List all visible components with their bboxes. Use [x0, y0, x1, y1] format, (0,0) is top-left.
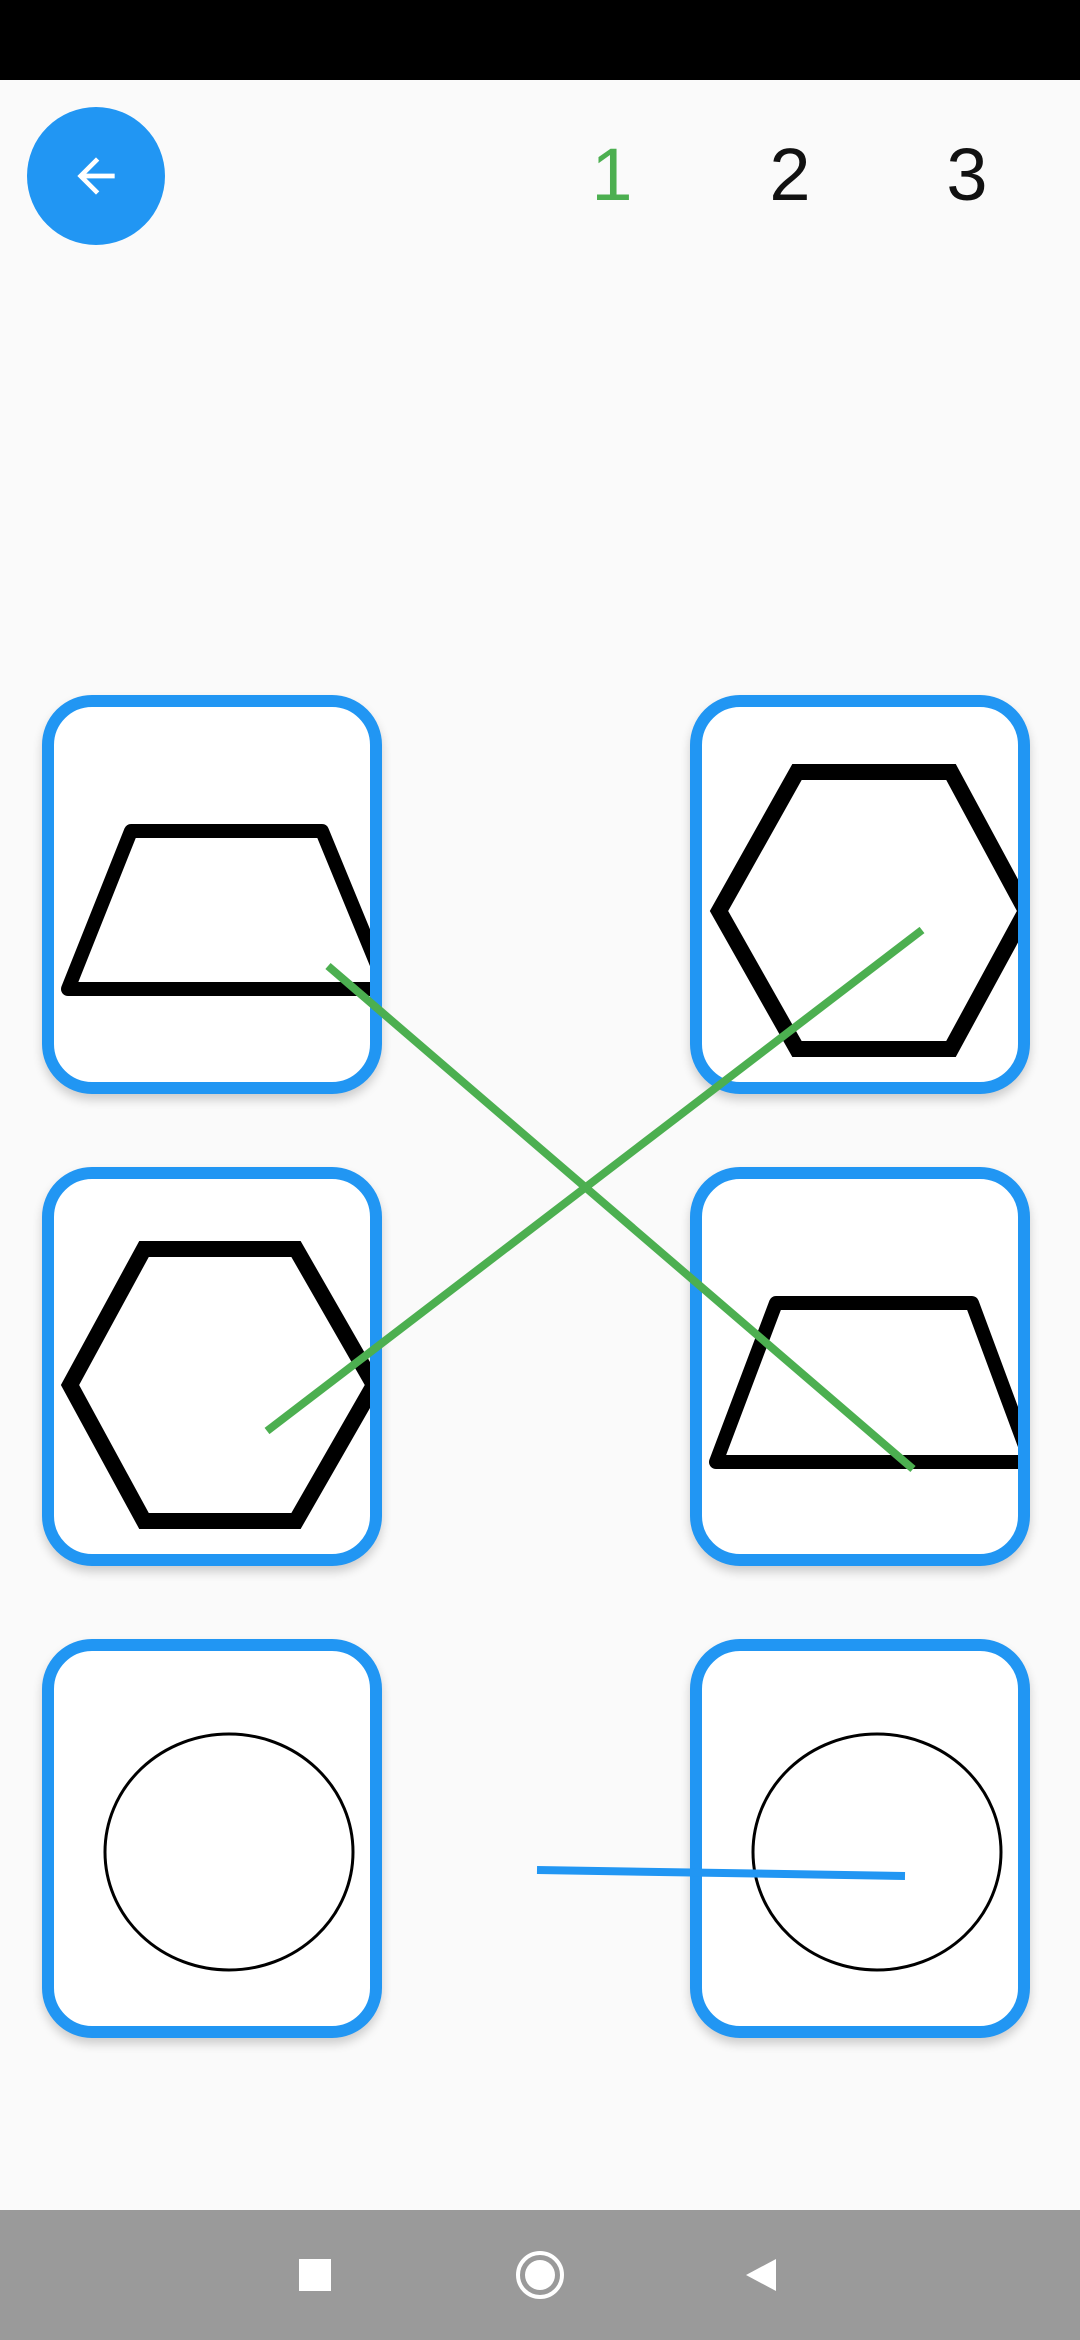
- circle-icon: [103, 1732, 355, 1972]
- right-card-hexagon[interactable]: [690, 695, 1030, 1094]
- level-3-tab[interactable]: 3: [946, 133, 988, 216]
- left-card-circle[interactable]: [42, 1639, 382, 2038]
- back-button[interactable]: [27, 107, 165, 245]
- hexagon-icon: [709, 764, 1018, 1057]
- recents-button[interactable]: [265, 2210, 365, 2340]
- circle-icon: [516, 2251, 564, 2299]
- square-icon: [299, 2259, 331, 2291]
- system-back-button[interactable]: [712, 2210, 812, 2340]
- trapezoid-icon: [709, 1296, 1018, 1469]
- system-nav-bar: [0, 2210, 1080, 2340]
- left-card-hexagon[interactable]: [42, 1167, 382, 1566]
- home-button[interactable]: [490, 2210, 590, 2340]
- right-card-circle[interactable]: [690, 1639, 1030, 2038]
- status-bar: [0, 0, 1080, 80]
- circle-icon: [751, 1732, 1003, 1972]
- triangle-back-icon: [746, 2259, 776, 2291]
- right-card-trapezoid[interactable]: [690, 1167, 1030, 1566]
- left-card-trapezoid[interactable]: [42, 695, 382, 1094]
- hexagon-icon: [60, 1241, 370, 1529]
- level-2-tab[interactable]: 2: [769, 133, 811, 216]
- trapezoid-icon: [61, 824, 370, 996]
- level-1-tab[interactable]: 1: [591, 133, 633, 216]
- arrow-left-icon: [77, 157, 115, 195]
